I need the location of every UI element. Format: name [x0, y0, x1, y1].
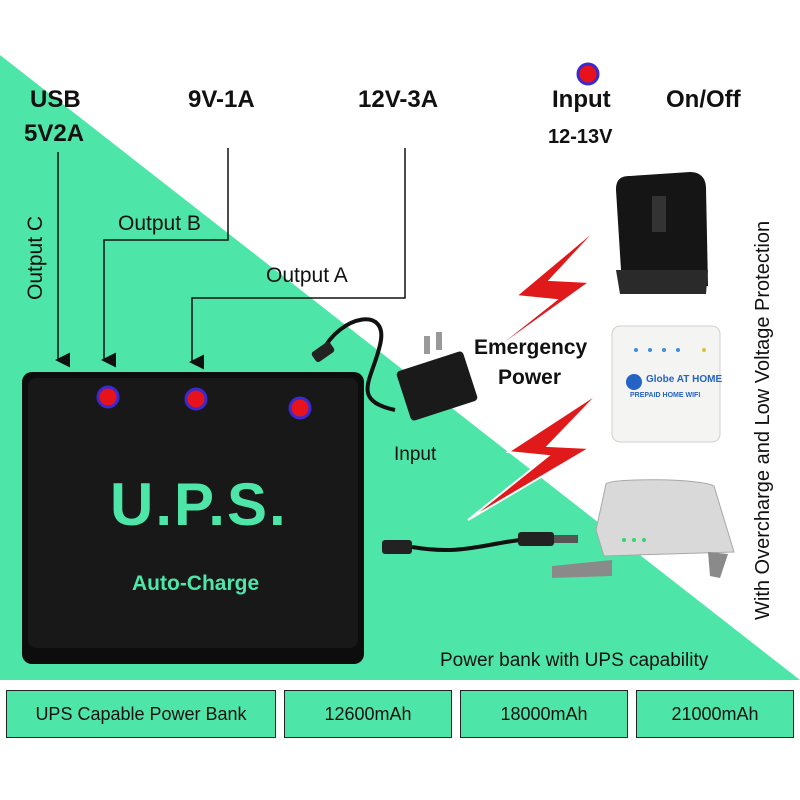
output-c-label: Output C	[24, 215, 47, 300]
output-a-led-icon	[288, 396, 312, 420]
usb-spec-label: 5V2A	[24, 120, 85, 147]
power-label: Power	[498, 366, 562, 389]
output-b-led-icon	[184, 387, 208, 411]
bolt-lower-icon	[467, 391, 601, 521]
router-grey-icon	[552, 479, 735, 578]
on-off-label: On/Off	[666, 86, 741, 113]
output-b-label: Output B	[118, 212, 201, 235]
port-a-spec-label: 12V-3A	[358, 86, 439, 113]
router-brand: Globe AT HOME	[646, 374, 723, 385]
router-black-icon	[616, 172, 708, 294]
option-21000mah-button[interactable]: 21000mAh	[636, 690, 794, 738]
option-12600mah-button[interactable]: 12600mAh	[284, 690, 452, 738]
caption: Power bank with UPS capability	[440, 650, 709, 671]
device-subtitle: Auto-Charge	[132, 572, 260, 595]
adapter-input-label: Input	[394, 444, 437, 465]
input-led-icon	[576, 62, 600, 86]
option-ups-capable-power-bank-button[interactable]: UPS Capable Power Bank	[6, 690, 276, 738]
dc-cable-icon	[382, 532, 578, 554]
router-white-icon	[611, 325, 721, 443]
usb-label: USB	[30, 86, 81, 113]
input-label: Input	[552, 86, 611, 113]
input-spec-label: 12-13V	[548, 126, 613, 148]
port-b-spec-label: 9V-1A	[188, 86, 255, 113]
emergency-label: Emergency	[474, 336, 588, 359]
protection-label: With Overcharge and Low Voltage Protecti…	[752, 220, 774, 620]
device-title: U.P.S.	[110, 471, 288, 538]
line-output-b	[101, 148, 229, 368]
router-subtitle: PREPAID HOME WIFI	[630, 392, 701, 399]
output-c-led-icon	[96, 385, 120, 409]
line-output-a	[189, 148, 406, 370]
ups-device	[22, 372, 364, 664]
output-a-label: Output A	[266, 264, 348, 287]
option-18000mah-button[interactable]: 18000mAh	[460, 690, 628, 738]
ac-adapter-icon	[311, 317, 478, 421]
bolt-upper-icon	[469, 223, 603, 369]
